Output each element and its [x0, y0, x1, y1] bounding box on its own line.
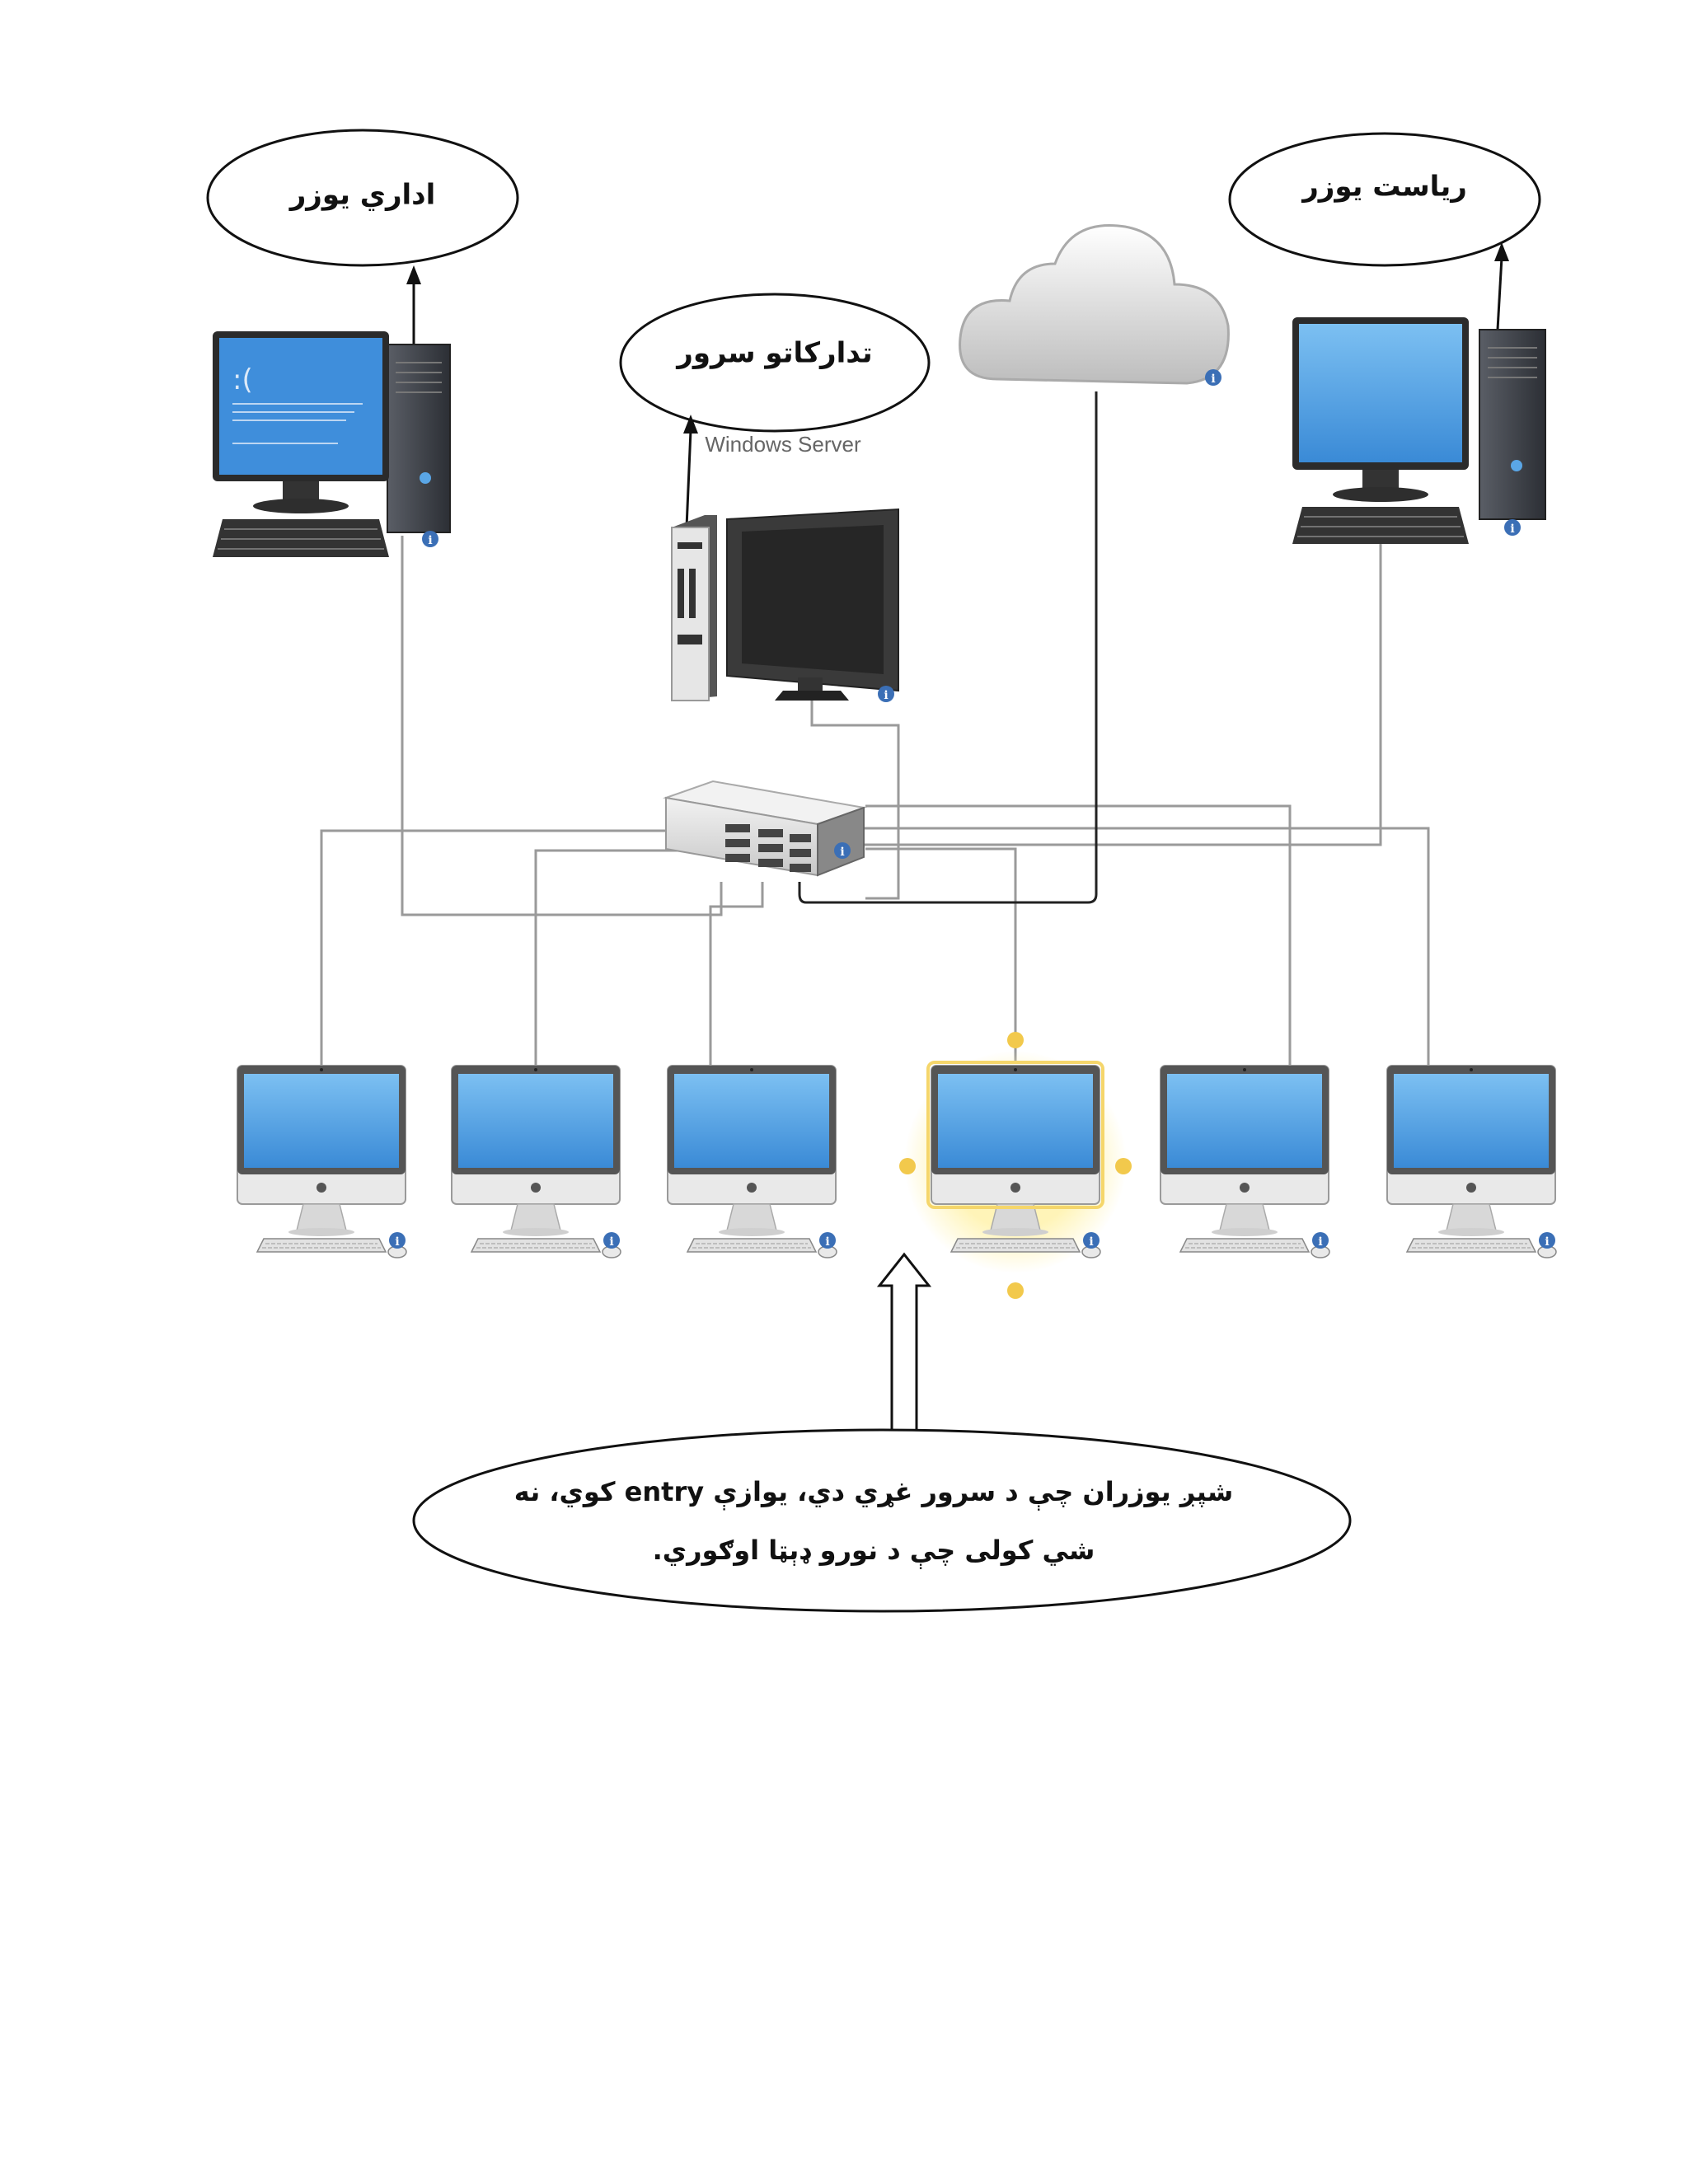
- director-user-callout: ریاست یوزر: [1228, 132, 1541, 330]
- client-workstation-4[interactable]: i: [926, 1061, 1104, 1258]
- line-client-3: [709, 882, 764, 1067]
- line-client-5: [865, 804, 1292, 1065]
- svg-text:i: i: [1545, 1235, 1549, 1249]
- director-user-label: ریاست یوزر: [1301, 171, 1467, 204]
- client-workstation-1[interactable]: i: [237, 1065, 407, 1258]
- info-icon[interactable]: i: [1312, 1232, 1329, 1249]
- info-icon[interactable]: i: [603, 1232, 620, 1249]
- svg-text:i: i: [1211, 373, 1215, 386]
- svg-text:i: i: [825, 1235, 829, 1249]
- director-pc[interactable]: i: [1292, 317, 1546, 544]
- client-workstation-3[interactable]: i: [667, 1065, 837, 1258]
- admin-user-label: اداري یوزر: [288, 179, 436, 212]
- keyboard-icon: [256, 1238, 387, 1253]
- caption-line-2: شي کولی چې د نورو ډېټا اوګوري.: [653, 1535, 1095, 1569]
- client-workstation-5[interactable]: i: [1160, 1065, 1330, 1258]
- selection-outline: [926, 1061, 1104, 1209]
- cloud-icon: [959, 224, 1230, 385]
- client-workstation-2[interactable]: i: [451, 1065, 621, 1258]
- svg-text:i: i: [609, 1235, 613, 1249]
- line-internet: [798, 391, 1098, 904]
- connection-lines: [320, 536, 1430, 1071]
- highlight-handles: [899, 1032, 1132, 1299]
- info-icon[interactable]: i: [389, 1232, 406, 1249]
- svg-text:i: i: [884, 689, 888, 702]
- keyboard-icon: [686, 1238, 818, 1253]
- internet-cloud[interactable]: i: [959, 224, 1230, 386]
- line-admin: [401, 536, 723, 916]
- svg-text:i: i: [1510, 523, 1514, 536]
- caption-callout: شپږ یوزران چې د سرور غړي دي، یوازې entry…: [412, 1428, 1352, 1613]
- line-server: [810, 688, 900, 900]
- info-icon[interactable]: i: [1083, 1232, 1100, 1249]
- admin-user-callout: اداري یوزر: [206, 129, 519, 346]
- svg-text:i: i: [1089, 1235, 1093, 1249]
- windows-server[interactable]: Windows Server i: [671, 432, 899, 702]
- keyboard-icon: [470, 1238, 602, 1253]
- keyboard-icon: [950, 1238, 1081, 1253]
- caption-line-1: شپږ یوزران چې د سرور غړي دي، یوازې entry…: [514, 1476, 1233, 1511]
- windows-server-label: Windows Server: [705, 432, 861, 457]
- client-workstation-6[interactable]: i: [1386, 1065, 1557, 1258]
- keyboard-icon: [1405, 1238, 1537, 1253]
- info-icon[interactable]: i: [1205, 369, 1221, 386]
- line-director: [857, 536, 1382, 846]
- info-icon[interactable]: i: [819, 1232, 836, 1249]
- keyboard-icon: [1179, 1238, 1311, 1253]
- line-client-6: [861, 827, 1430, 1065]
- svg-text:i: i: [840, 846, 844, 859]
- line-client-2: [534, 849, 725, 1067]
- info-icon[interactable]: i: [1504, 519, 1521, 536]
- svg-text:i: i: [1318, 1235, 1322, 1249]
- info-icon[interactable]: i: [878, 686, 894, 702]
- svg-text:i: i: [395, 1235, 399, 1249]
- caption-arrow: [876, 1252, 932, 1434]
- line-client-1: [320, 829, 676, 1071]
- admin-pc[interactable]: :( i: [213, 331, 451, 557]
- domain-controller-label: تدارکاتو سرور: [675, 337, 872, 370]
- rack-switch[interactable]: i: [663, 780, 867, 877]
- line-client-4: [865, 847, 1017, 1063]
- info-icon[interactable]: i: [834, 842, 851, 859]
- info-icon[interactable]: i: [1539, 1232, 1555, 1249]
- svg-text:i: i: [428, 534, 432, 547]
- info-icon[interactable]: i: [422, 531, 438, 547]
- sad-face-icon: :(: [232, 363, 253, 396]
- domain-controller-callout: تدارکاتو سرور: [619, 293, 931, 528]
